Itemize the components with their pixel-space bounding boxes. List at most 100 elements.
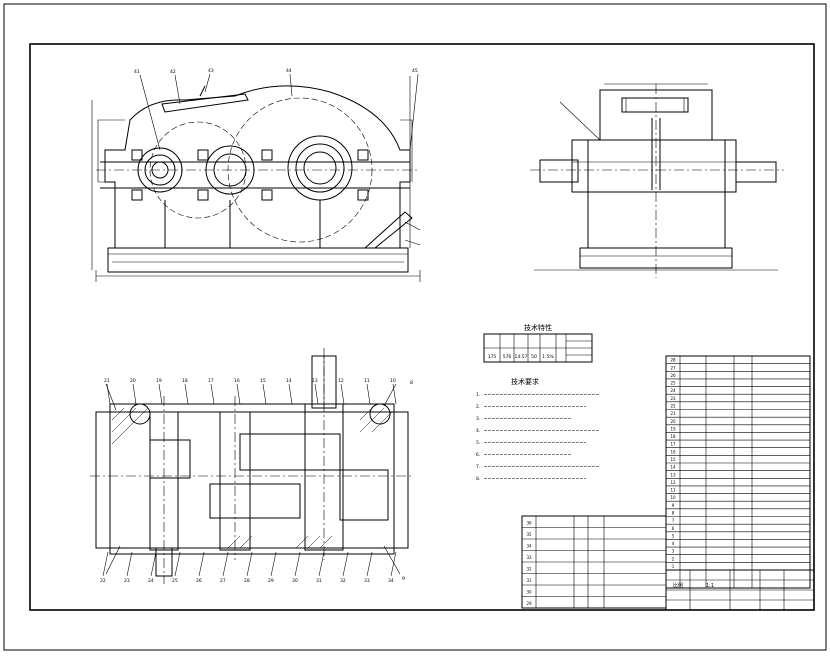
- technical-requirements: [484, 394, 600, 479]
- parts-row-number: 15: [670, 457, 676, 462]
- scale-value: 1:1: [706, 583, 714, 589]
- spec-cell-2: 576: [503, 354, 512, 360]
- requirement-number: 6.: [476, 452, 480, 458]
- requirement-number: 7.: [476, 464, 480, 470]
- spec-cell-3: 14.57: [515, 354, 528, 360]
- parts-row-number: 21: [670, 411, 676, 416]
- parts-row-number: 19: [670, 426, 676, 431]
- leader-number: 26: [196, 578, 202, 584]
- parts-list: [665, 355, 811, 589]
- leader-number: 43: [208, 68, 214, 74]
- leader-number: 18: [182, 378, 188, 384]
- parts-row-number: 24: [670, 388, 676, 393]
- parts-row-number: 3: [672, 549, 675, 554]
- leader-number: 29: [268, 578, 274, 584]
- parts-row-number: 25: [670, 381, 676, 386]
- leader-number: 45: [412, 68, 418, 74]
- leader-line: [102, 551, 109, 577]
- parts-row-number: 20: [670, 419, 676, 424]
- leader-number: 15: [260, 378, 266, 384]
- leader-line: [158, 383, 163, 405]
- leader-line: [150, 551, 157, 577]
- leader-line: [210, 383, 215, 405]
- spec-table-title: 技术特性: [524, 323, 552, 332]
- leader-number: 13: [312, 378, 318, 384]
- plan-view: [90, 348, 414, 584]
- parts-row-number: 11: [670, 488, 676, 493]
- parts-list-left: [521, 515, 667, 609]
- leader-number: 16: [234, 378, 240, 384]
- parts-row-number: 8: [672, 511, 675, 516]
- parts-row-number: 26: [670, 373, 676, 378]
- side-view: [530, 83, 784, 278]
- parts-row-number: 33: [526, 555, 532, 560]
- parts-row-number: 1: [672, 564, 675, 569]
- requirement-number: 1.: [476, 392, 480, 398]
- parts-row-number: 10: [670, 495, 676, 500]
- parts-row-number: 12: [670, 480, 676, 485]
- parts-row-number: 13: [670, 472, 676, 477]
- leader-line: [340, 383, 345, 405]
- leader-line: [236, 383, 241, 405]
- requirement-numbers: 1.2.3.4.5.6.7.8.: [476, 392, 480, 482]
- leader-number: 41: [134, 69, 140, 75]
- leader-number: 14: [286, 378, 292, 384]
- leader-line: [126, 551, 133, 577]
- spec-cell-1: 175: [488, 354, 497, 360]
- leader-number: 10: [390, 378, 396, 384]
- leader-number: 20: [130, 378, 136, 384]
- leader-number: 17: [208, 378, 214, 384]
- parts-row-number: 7: [672, 518, 675, 523]
- parts-row-number: 36: [526, 521, 532, 526]
- leader-number: 31: [316, 578, 322, 584]
- parts-row-number: 35: [526, 532, 532, 537]
- leader-number: 30: [292, 578, 298, 584]
- parts-row-number: 23: [670, 396, 676, 401]
- leader-number: 25: [172, 578, 178, 584]
- outer-frame: [3, 3, 827, 651]
- leader-number: 24: [148, 578, 154, 584]
- leader-line: [294, 551, 301, 577]
- leader-number: 42: [170, 69, 176, 75]
- leader-line: [318, 551, 325, 577]
- leader-number: 19: [156, 378, 162, 384]
- leader-line: [184, 383, 189, 405]
- leader-line: [106, 383, 111, 405]
- leader-line: [174, 551, 181, 577]
- parts-row-number: 16: [670, 449, 676, 454]
- front-leader-numbers: 41 42 43 44 45: [134, 68, 418, 75]
- leader-line: [390, 551, 397, 577]
- parts-row-number: 2: [672, 556, 675, 561]
- requirement-number: 5.: [476, 440, 480, 446]
- leader-number: 11: [364, 378, 370, 384]
- parts-row-number: 5: [672, 533, 675, 538]
- parts-list-numbers: 2827262524232221201918171615141312111098…: [670, 358, 676, 569]
- leader-line: [222, 551, 229, 577]
- leader-number: 8: [410, 380, 413, 386]
- leader-line: [262, 383, 267, 405]
- parts-row-number: 27: [670, 365, 676, 370]
- leader-number: 27: [220, 578, 226, 584]
- parts-row-number: 18: [670, 434, 676, 439]
- parts-row-number: 9: [672, 503, 675, 508]
- spec-cell-5: 1.5%: [542, 354, 554, 360]
- leader-number: 34: [388, 578, 394, 584]
- parts-row-number: 31: [526, 578, 532, 583]
- requirement-number: 4.: [476, 428, 480, 434]
- leader-line: [198, 551, 205, 577]
- leader-number: 33: [364, 578, 370, 584]
- parts-row-number: 22: [670, 404, 676, 409]
- leader-number: 22: [100, 578, 106, 584]
- title-block: [665, 569, 815, 611]
- leader-number: 28: [244, 578, 250, 584]
- parts-row-number: 32: [526, 567, 532, 572]
- leader-line: [246, 551, 253, 577]
- leader-number: 32: [340, 578, 346, 584]
- leader-number: 12: [338, 378, 344, 384]
- leader-line: [288, 383, 293, 405]
- parts-row-number: 17: [670, 442, 676, 447]
- leader-line: [366, 383, 371, 405]
- parts-row-number: 28: [670, 358, 676, 363]
